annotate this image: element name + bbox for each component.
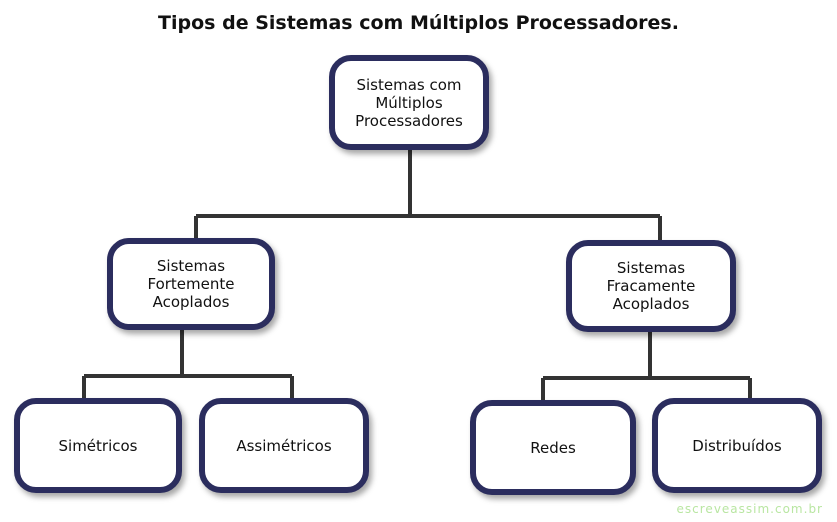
symmetric-label: Simétricos	[58, 436, 138, 455]
diagram-title: Tipos de Sistemas com Múltiplos Processa…	[158, 12, 679, 34]
networks-label: Redes	[530, 438, 576, 457]
site-watermark: escreveassim.com.br	[676, 502, 823, 516]
asymmetric-label: Assimétricos	[236, 436, 332, 455]
tightly-coupled-line1: Sistemas	[156, 257, 226, 275]
loosely-coupled-node: Sistemas Fracamente Acoplados	[566, 240, 736, 332]
root-node: Sistemas com Múltiplos Processadores	[329, 55, 489, 150]
distributed-node: Distribuídos	[652, 398, 822, 493]
root-line1: Sistemas com	[356, 75, 462, 94]
tightly-coupled-node: Sistemas Fortemente Acoplados	[107, 238, 275, 330]
asymmetric-node: Assimétricos	[199, 398, 369, 493]
distributed-label: Distribuídos	[692, 436, 782, 455]
tightly-coupled-line2: Fortemente Acoplados	[147, 275, 235, 311]
loosely-coupled-line2: Fracamente Acoplados	[606, 277, 696, 313]
root-line2: Múltiplos Processadores	[355, 93, 463, 130]
loosely-coupled-line1: Sistemas	[616, 259, 686, 277]
symmetric-node: Simétricos	[14, 398, 182, 493]
networks-node: Redes	[470, 400, 636, 495]
